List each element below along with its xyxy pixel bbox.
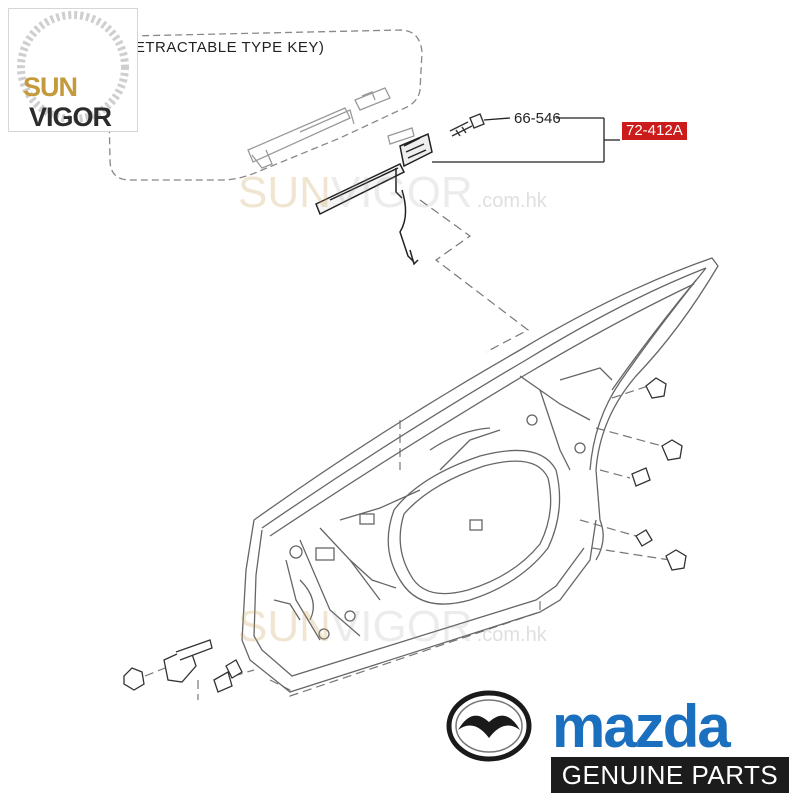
genuine-parts-banner: GENUINE PARTS	[551, 757, 789, 793]
mazda-wordmark: mazda	[552, 693, 731, 760]
logo-vigor-text: VIGOR	[29, 102, 112, 132]
bolt-part-number: 66-546	[514, 110, 561, 127]
logo-ring-icon	[17, 11, 129, 123]
genuine-parts-text: GENUINE PARTS	[561, 760, 779, 790]
clip-fasteners-drawing	[631, 377, 687, 571]
watermark-bottom: SUNVIGOR.com.hk	[238, 602, 547, 652]
sunvigor-logo: SUN VIGOR	[8, 8, 138, 132]
watermark-brand-sun: SUN	[238, 602, 331, 651]
door-handle-drawing	[315, 132, 433, 266]
door-panel-drawing	[241, 257, 719, 693]
retractable-key-enclosure	[107, 29, 423, 181]
handle-part-number[interactable]: 72-412A	[622, 122, 687, 140]
retractable-key-label: (RETRACTABLE TYPE KEY)	[118, 39, 325, 56]
mazda-emblem-icon	[446, 690, 532, 762]
watermark-brand-sun: SUN	[238, 168, 331, 217]
logo-sun-text: SUN	[23, 72, 78, 102]
hinge-parts-drawing	[123, 639, 243, 693]
watermark-top: SUNVIGOR.com.hk	[238, 168, 547, 218]
watermark-domain: .com.hk	[476, 190, 547, 212]
watermark-domain: .com.hk	[476, 624, 547, 646]
leader-lines	[432, 117, 620, 163]
bolt-drawing	[449, 113, 485, 137]
retractable-handle-drawing	[247, 87, 415, 169]
watermark-brand-vigor: VIGOR	[330, 168, 473, 217]
watermark-brand-vigor: VIGOR	[330, 602, 473, 651]
